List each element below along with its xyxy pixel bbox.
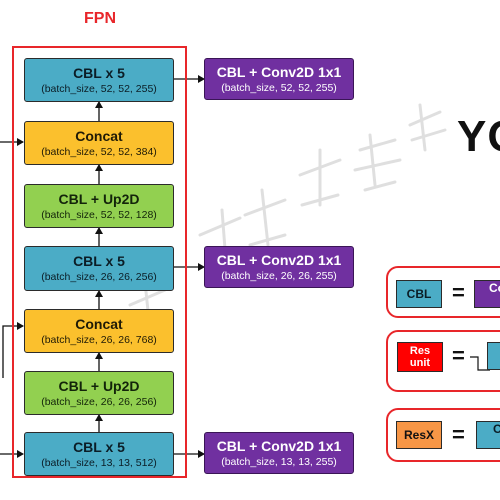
fpn-block-up2d-26: CBL + Up2D (batch_size, 26, 26, 256): [24, 371, 174, 415]
legend-cbl-value: Co: [474, 280, 500, 308]
fpn-block-concat-52: Concat (batch_size, 52, 52, 384): [24, 121, 174, 165]
block-shape: (batch_size, 26, 26, 768): [41, 333, 157, 346]
block-label: Concat: [75, 315, 123, 332]
legend-resunit-wire: [470, 356, 490, 371]
legend-resunit-value: [487, 342, 500, 370]
legend-cbl-equals: =: [452, 280, 465, 305]
legend-resunit-key-line1: Res: [409, 345, 431, 357]
legend-resx-key: ResX: [396, 421, 442, 449]
fpn-block-up2d-52: CBL + Up2D (batch_size, 52, 52, 128): [24, 184, 174, 228]
head-label: CBL + Conv2D 1x1: [216, 251, 342, 268]
legend-resx-equals: =: [452, 422, 465, 447]
legend-cbl-frame: [386, 266, 500, 318]
block-label: Concat: [75, 127, 123, 144]
head-conv2d-13: CBL + Conv2D 1x1 (batch_size, 13, 13, 25…: [204, 432, 354, 474]
block-label: CBL + Up2D: [58, 190, 140, 207]
legend-resx-value: Cl: [476, 421, 500, 449]
fpn-frame: [12, 46, 187, 478]
head-conv2d-26: CBL + Conv2D 1x1 (batch_size, 26, 26, 25…: [204, 246, 354, 288]
block-label: CBL + Up2D: [58, 377, 140, 394]
legend-cbl-key: CBL: [396, 280, 442, 308]
head-shape: (batch_size, 13, 13, 255): [221, 455, 337, 468]
block-shape: (batch_size, 52, 52, 255): [41, 82, 157, 95]
head-shape: (batch_size, 26, 26, 255): [221, 269, 337, 282]
head-label: CBL + Conv2D 1x1: [216, 63, 342, 80]
head-shape: (batch_size, 52, 52, 255): [221, 81, 337, 94]
legend-resx-frame: [386, 408, 500, 462]
block-label: CBL x 5: [73, 64, 125, 81]
block-label: CBL x 5: [73, 438, 125, 455]
legend-resunit-frame: [386, 330, 500, 392]
fpn-title: FPN: [84, 10, 116, 27]
block-shape: (batch_size, 26, 26, 256): [41, 395, 157, 408]
block-shape: (batch_size, 52, 52, 384): [41, 145, 157, 158]
block-shape: (batch_size, 13, 13, 512): [41, 456, 157, 469]
legend-resunit-key-line2: unit: [409, 357, 431, 369]
legend-resunit-equals: =: [452, 343, 465, 368]
block-shape: (batch_size, 26, 26, 256): [41, 271, 157, 283]
input-arrow-concat2: [2, 322, 24, 378]
fpn-block-cbl-26: CBL x 5 (batch_size, 26, 26, 256): [24, 246, 174, 291]
head-label: CBL + Conv2D 1x1: [216, 437, 342, 454]
page-title-partial: YO: [457, 112, 500, 161]
fpn-block-cbl-52: CBL x 5 (batch_size, 52, 52, 255): [24, 58, 174, 102]
fpn-block-cbl-13: CBL x 5 (batch_size, 13, 13, 512): [24, 432, 174, 476]
legend-resunit-key: Res unit: [397, 342, 443, 372]
block-label: CBL x 5: [73, 253, 125, 269]
block-shape: (batch_size, 52, 52, 128): [41, 208, 157, 221]
fpn-block-concat-26: Concat (batch_size, 26, 26, 768): [24, 309, 174, 353]
head-conv2d-52: CBL + Conv2D 1x1 (batch_size, 52, 52, 25…: [204, 58, 354, 100]
